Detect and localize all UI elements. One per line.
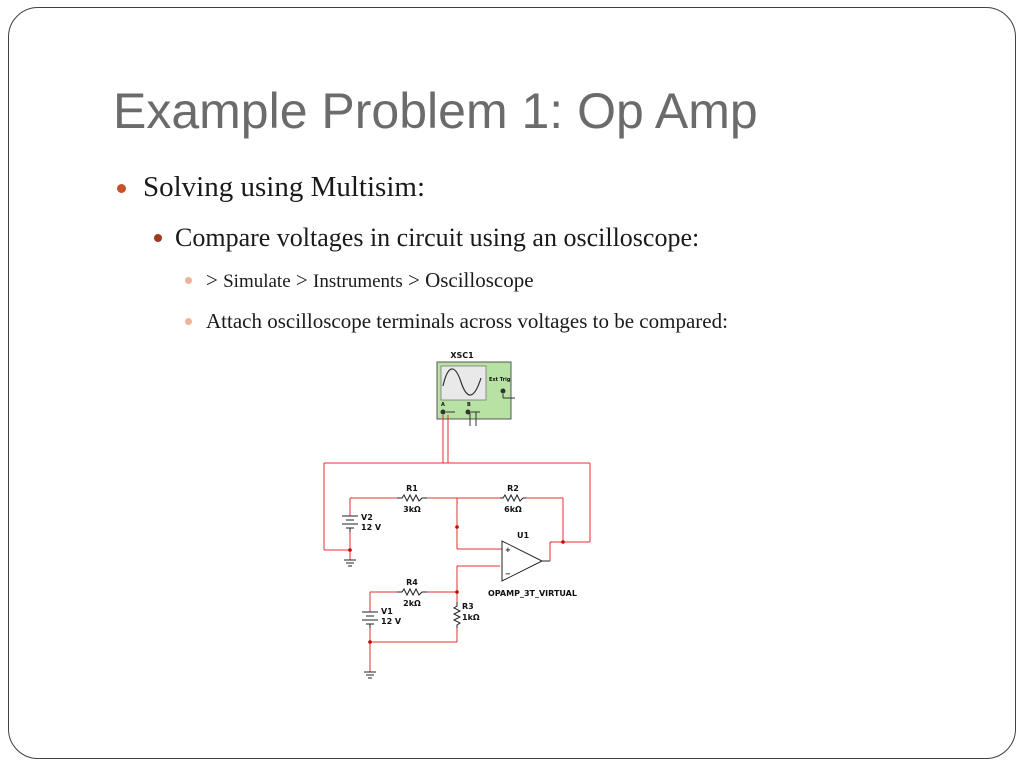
circuit-wires bbox=[323, 415, 591, 672]
resistor-r4-icon bbox=[397, 587, 427, 597]
r1-value: 3kΩ bbox=[403, 505, 421, 514]
battery-v2-icon bbox=[342, 515, 358, 532]
channel-b-label: B bbox=[467, 402, 471, 408]
slide-title: Example Problem 1: Op Amp bbox=[113, 83, 758, 139]
scope-label: XSC1 bbox=[450, 351, 474, 360]
bullet-level1: Solving using Multisim: bbox=[117, 171, 425, 204]
r2-value: 6kΩ bbox=[504, 505, 522, 514]
bullet-attach-text: Attach oscilloscope terminals across vol… bbox=[206, 309, 728, 333]
menu-path-oscilloscope: Oscilloscope bbox=[425, 268, 534, 292]
bullet-dot-icon bbox=[117, 184, 126, 193]
bullet-level2: Compare voltages in circuit using an osc… bbox=[154, 223, 700, 253]
r4-name: R4 bbox=[406, 578, 418, 587]
r3-value: 1kΩ bbox=[462, 613, 480, 622]
menu-path-instruments: Instruments bbox=[313, 271, 403, 292]
opamp-minus-label: − bbox=[505, 570, 511, 578]
circuit-schematic: XSC1 Ext Trig A B bbox=[323, 351, 591, 679]
r4-value: 2kΩ bbox=[403, 599, 421, 608]
v1-value: 12 V bbox=[381, 617, 402, 626]
u1-model: OPAMP_3T_VIRTUAL bbox=[488, 589, 577, 598]
bullet-dot-icon bbox=[154, 234, 162, 242]
battery-v1-icon bbox=[362, 611, 378, 628]
bullet-dot-icon bbox=[185, 277, 192, 284]
r1-name: R1 bbox=[406, 484, 418, 493]
bullet-dot-icon bbox=[185, 318, 192, 325]
u1-name: U1 bbox=[517, 531, 529, 540]
component-labels: R1 3kΩ R2 6kΩ R4 2kΩ R3 1kΩ V2 12 V V1 1… bbox=[361, 484, 577, 626]
bullet-level1-text: Solving using Multisim: bbox=[143, 171, 425, 203]
resistor-r1-icon bbox=[397, 493, 427, 503]
ext-trig-label: Ext Trig bbox=[489, 377, 511, 383]
ground-icon bbox=[364, 671, 376, 679]
v2-name: V2 bbox=[361, 513, 373, 522]
slide-frame bbox=[8, 7, 1016, 759]
opamp-plus-label: + bbox=[505, 546, 511, 554]
v2-value: 12 V bbox=[361, 523, 382, 532]
r2-name: R2 bbox=[507, 484, 519, 493]
circuit-nodes bbox=[348, 525, 565, 644]
bullet-attach: Attach oscilloscope terminals across vol… bbox=[185, 309, 728, 334]
bullet-menu-path: > Simulate > Instruments > Oscilloscope bbox=[185, 268, 534, 293]
menu-path-gt: > bbox=[206, 268, 218, 292]
resistor-r2-icon bbox=[500, 493, 526, 503]
menu-path-gt: > bbox=[295, 268, 308, 292]
menu-path-simulate: Simulate bbox=[223, 271, 291, 292]
r3-name: R3 bbox=[462, 602, 474, 611]
oscilloscope-icon: XSC1 Ext Trig A B bbox=[436, 351, 515, 426]
opamp-u1-icon: + − bbox=[501, 540, 551, 582]
channel-a-label: A bbox=[441, 402, 445, 408]
v1-name: V1 bbox=[381, 607, 393, 616]
menu-path-gt: > bbox=[407, 268, 420, 292]
ground-icon bbox=[344, 559, 356, 567]
bullet-level2-text: Compare voltages in circuit using an osc… bbox=[175, 223, 700, 252]
resistor-r3-icon bbox=[452, 602, 462, 628]
